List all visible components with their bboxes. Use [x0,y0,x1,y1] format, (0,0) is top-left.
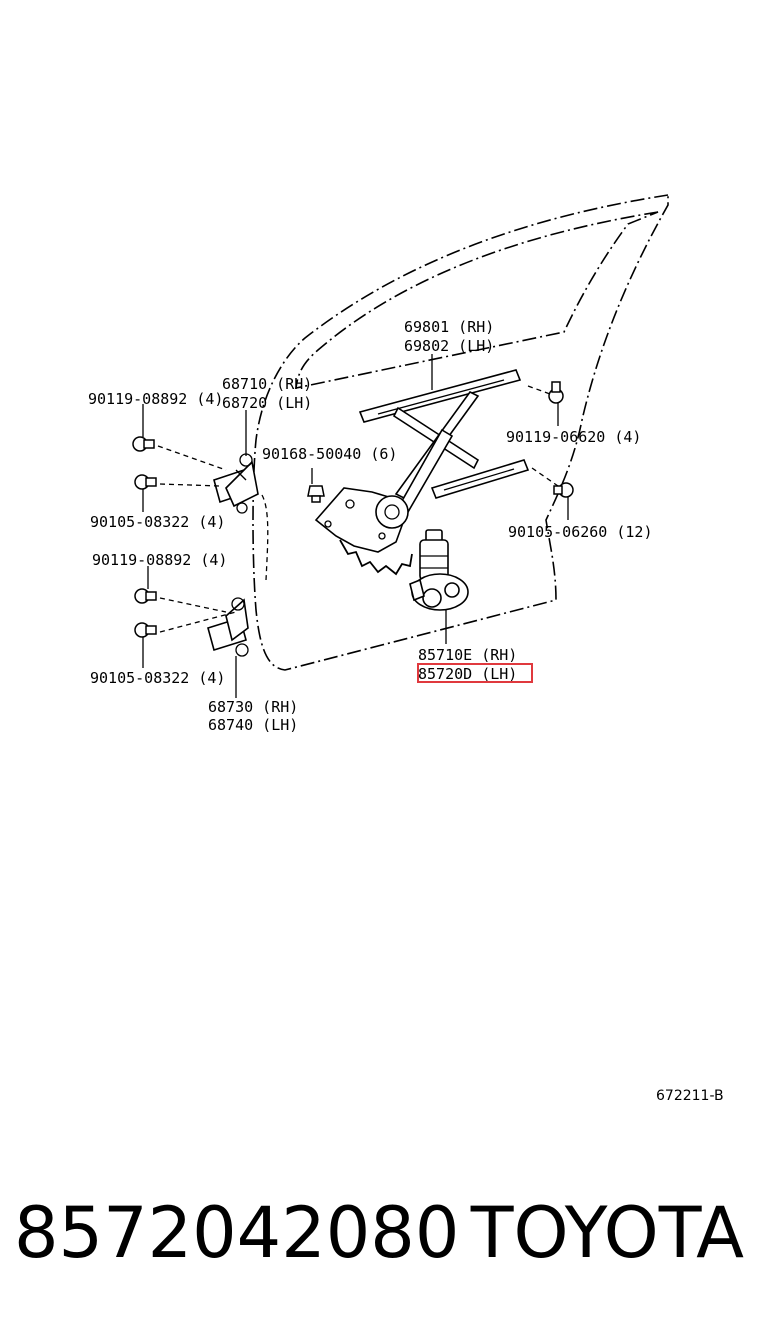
clip-90168 [307,485,325,503]
label-90119-08892-lower: 90119-08892 (4) [92,551,227,569]
label-85720d-lh: 85720D (LH) [418,665,517,683]
label-90105-08322-mid: 90105-08322 (4) [90,513,225,531]
door-outline [252,194,669,671]
diagram-code: 672211-B [656,1088,724,1104]
label-68720-lh: 68720 (LH) [222,394,312,412]
highlight-box [417,663,533,683]
label-68710-rh: 68710 (RH) [222,375,312,393]
lower-hinge [207,597,249,657]
bolt-90105-mid-left [134,474,157,490]
label-90119-08892-upper: 90119-08892 (4) [88,390,223,408]
bolt-90105-right-lower [553,482,574,498]
window-motor [409,529,469,611]
label-69801-rh: 69801 (RH) [404,318,494,336]
label-68730-rh: 68730 (RH) [208,698,298,716]
brand-name: TOYOTA [470,1192,744,1274]
label-90119-06620: 90119-06620 (4) [506,428,641,446]
bolt-90119-lower-left [134,588,157,604]
leader-lines [142,354,569,698]
part-labels: 69801 (RH) 69802 (LH) 68710 (RH) 68720 (… [88,318,724,1104]
bolt-90119-right-upper [548,381,564,404]
label-69802-lh: 69802 (LH) [404,337,494,355]
label-90105-08322-bottom: 90105-08322 (4) [90,669,225,687]
label-90105-06260: 90105-06260 (12) [508,523,653,541]
window-regulator [314,369,530,576]
label-90168-50040: 90168-50040 (6) [262,445,397,463]
bolt-90119-upper-left [132,436,155,452]
label-68740-lh: 68740 (LH) [208,716,298,734]
bolt-90105-bottom-left [134,622,157,638]
label-85710e-rh: 85710E (RH) [418,646,517,664]
part-number: 8572042080 [14,1192,460,1274]
upper-hinge [213,453,259,514]
fasteners [132,381,574,638]
